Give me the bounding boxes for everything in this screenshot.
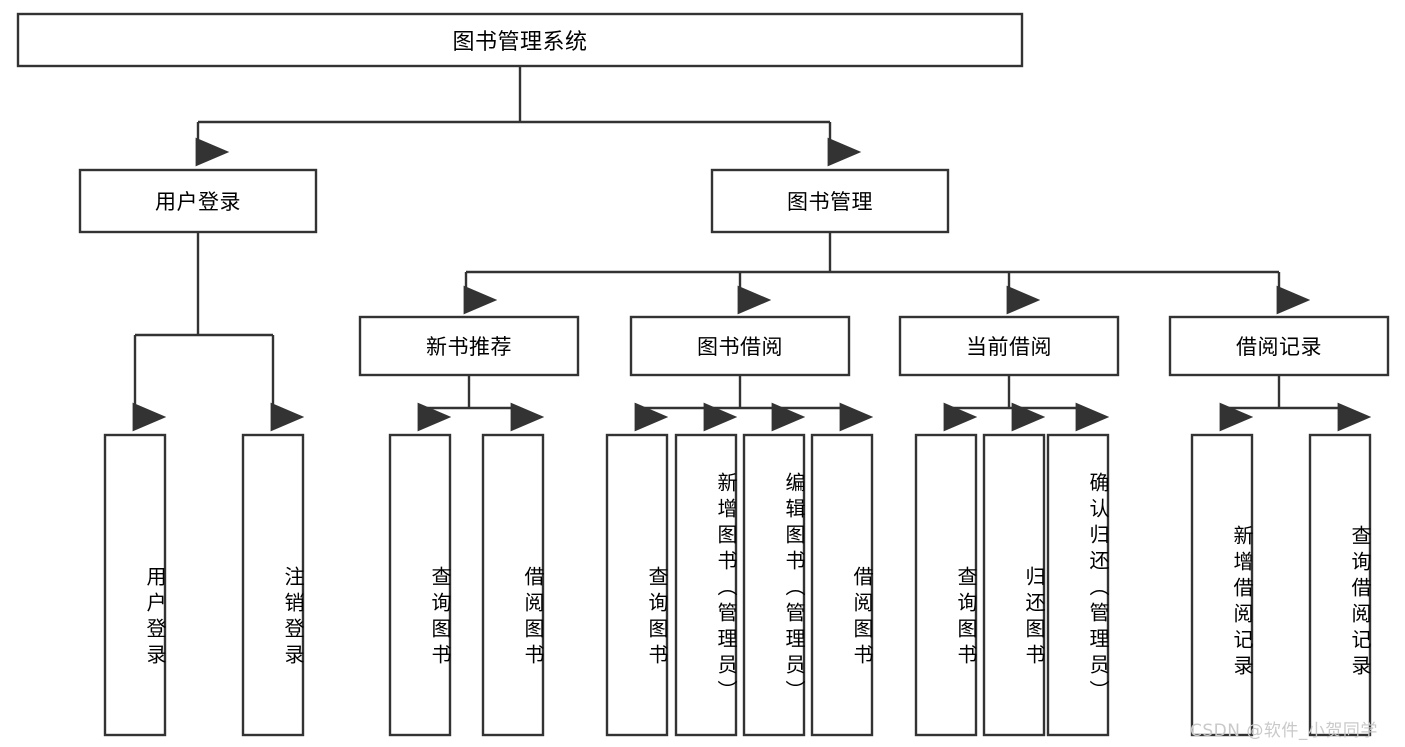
- leaf-box-current-borrow-2[interactable]: [1046, 433, 1110, 737]
- node-box-new-book-recommend[interactable]: [358, 315, 580, 377]
- node-box-book-management[interactable]: [710, 168, 950, 234]
- leaf-box-user-login-0[interactable]: [103, 433, 167, 737]
- csdn-watermark: CSDN @软件_小贺同学: [1190, 721, 1378, 741]
- node-box-borrow-record[interactable]: [1168, 315, 1390, 377]
- node-box-root[interactable]: [16, 12, 1024, 68]
- leaf-box-current-borrow-0[interactable]: [914, 433, 978, 737]
- leaf-box-new-book-recommend-0[interactable]: [388, 433, 452, 737]
- node-box-user-login[interactable]: [78, 168, 318, 234]
- node-box-book-borrow[interactable]: [629, 315, 851, 377]
- leaf-box-borrow-record-1[interactable]: [1308, 433, 1372, 737]
- leaf-box-book-borrow-3[interactable]: [810, 433, 874, 737]
- leaf-box-book-borrow-2[interactable]: [742, 433, 806, 737]
- leaf-box-user-login-1[interactable]: [241, 433, 305, 737]
- leaf-box-new-book-recommend-1[interactable]: [481, 433, 545, 737]
- leaf-box-book-borrow-0[interactable]: [605, 433, 669, 737]
- leaf-box-current-borrow-1[interactable]: [982, 433, 1046, 737]
- node-box-current-borrow[interactable]: [898, 315, 1120, 377]
- leaf-box-borrow-record-0[interactable]: [1190, 433, 1254, 737]
- leaf-box-book-borrow-1[interactable]: [674, 433, 738, 737]
